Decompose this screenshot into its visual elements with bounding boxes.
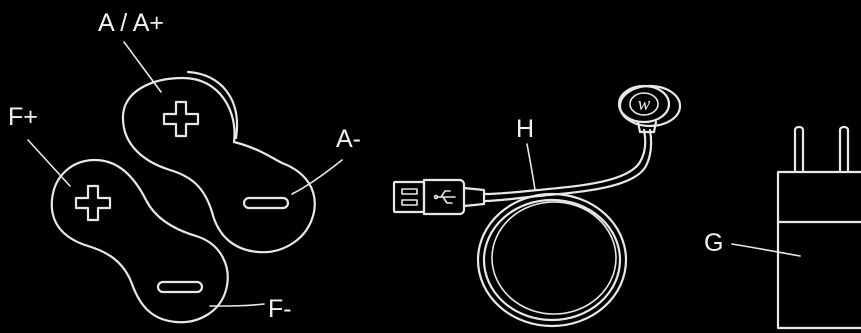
plus-icon[interactable] (162, 100, 200, 138)
adapter-body (776, 220, 861, 330)
label-g: G (704, 229, 723, 257)
leader-line-a-plus (123, 41, 162, 93)
charger-puck-neck (636, 120, 658, 134)
usb-plug-shell (392, 180, 426, 214)
plug-prong (838, 125, 850, 174)
label-a-plus: A / A+ (98, 9, 164, 37)
cable-segment (536, 128, 653, 198)
plus-icon[interactable] (74, 184, 112, 222)
charger-logo-ring (629, 92, 659, 116)
minus-icon[interactable] (156, 280, 204, 294)
adapter-top (776, 170, 861, 224)
plug-prong (793, 125, 805, 174)
leader-line-f-minus (209, 303, 265, 307)
remote-front-body (50, 158, 229, 324)
usb-plug-housing (422, 178, 466, 216)
cable-segment (482, 188, 540, 196)
cable-coil (491, 201, 617, 315)
cable-coil (476, 192, 628, 328)
wall-adapter (776, 125, 861, 330)
minus-icon[interactable] (242, 196, 290, 210)
leader-line-h (526, 143, 536, 191)
label-f-minus: F- (268, 295, 292, 323)
cable-segment (536, 128, 647, 192)
remote-control (50, 70, 316, 324)
usb-plug-contact (401, 199, 418, 206)
leader-line-g (731, 243, 801, 257)
usb-charging-cable: w (392, 84, 682, 328)
remote-rear-body (121, 76, 316, 254)
label-a-minus: A- (336, 125, 361, 153)
remote-leader-lines (27, 41, 343, 307)
cable-coil (482, 198, 622, 322)
label-f-plus: F+ (8, 103, 38, 131)
charger-puck-face (617, 84, 671, 124)
charger-logo: w (638, 94, 651, 115)
usb-strain-relief (462, 186, 486, 208)
label-h: H (516, 115, 534, 143)
usb-plug-contact (401, 188, 418, 195)
leader-line-a-minus (291, 159, 343, 195)
leader-line-f-plus (27, 139, 71, 187)
usb-symbol-icon (433, 190, 456, 204)
remote-rear-swoosh (186, 70, 239, 140)
